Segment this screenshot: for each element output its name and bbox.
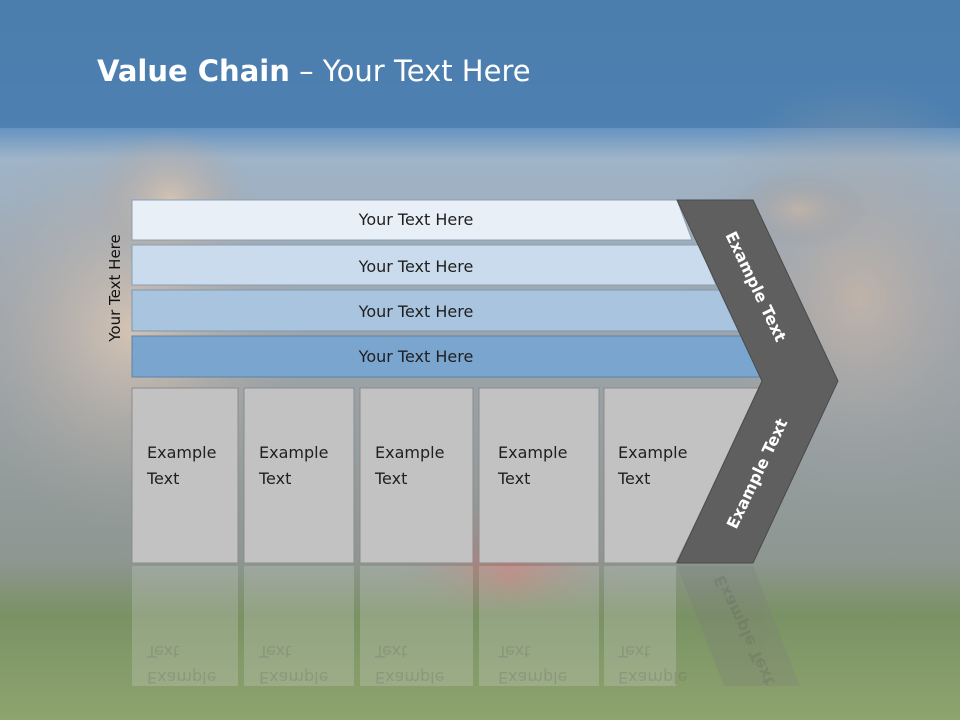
- bar-1: Your Text Here: [131, 199, 693, 241]
- box-5: Example Text: [603, 387, 762, 564]
- bar-3: Your Text Here: [131, 289, 741, 332]
- reflection-box-4-line1: Example: [498, 668, 567, 687]
- box-3-line1: Example: [375, 443, 444, 462]
- reflection-box-5-line2: Text: [617, 642, 650, 661]
- title-rest: – Your Text Here: [289, 54, 531, 88]
- reflection-box-5-line1: Example: [618, 668, 687, 687]
- reflection-box-1-line2: Text: [146, 642, 179, 661]
- box-1-line1: Example: [147, 443, 216, 462]
- box-2-line1: Example: [259, 443, 328, 462]
- bar-2-label: Your Text Here: [358, 257, 474, 276]
- bar-4-label: Your Text Here: [358, 347, 474, 366]
- reflection-box-3-line2: Text: [374, 642, 407, 661]
- title-bold: Value Chain: [97, 54, 290, 88]
- box-4: Example Text: [478, 387, 600, 564]
- reflection-box-2-line1: Example: [259, 668, 328, 687]
- box-3-line2: Text: [374, 469, 407, 488]
- reflection-box-2-line2: Text: [258, 642, 291, 661]
- reflection-box-4-line2: Text: [497, 642, 530, 661]
- bar-1-label: Your Text Here: [358, 210, 474, 229]
- bar-4: Your Text Here: [131, 335, 765, 378]
- box-2: Example Text: [243, 387, 355, 564]
- box-1: Example Text: [131, 387, 239, 564]
- box-2-line2: Text: [258, 469, 291, 488]
- bar-2: Your Text Here: [131, 244, 717, 286]
- reflection: [132, 566, 800, 686]
- box-5-line1: Example: [618, 443, 687, 462]
- bar-3-label: Your Text Here: [358, 302, 474, 321]
- box-1-line2: Text: [146, 469, 179, 488]
- box-5-line2: Text: [617, 469, 650, 488]
- box-4-line1: Example: [498, 443, 567, 462]
- reflection-box-3-line1: Example: [375, 668, 444, 687]
- slide-title: Value Chain – Your Text Here: [97, 54, 531, 88]
- reflection-box-1-line1: Example: [147, 668, 216, 687]
- box-4-line2: Text: [497, 469, 530, 488]
- box-3: Example Text: [359, 387, 474, 564]
